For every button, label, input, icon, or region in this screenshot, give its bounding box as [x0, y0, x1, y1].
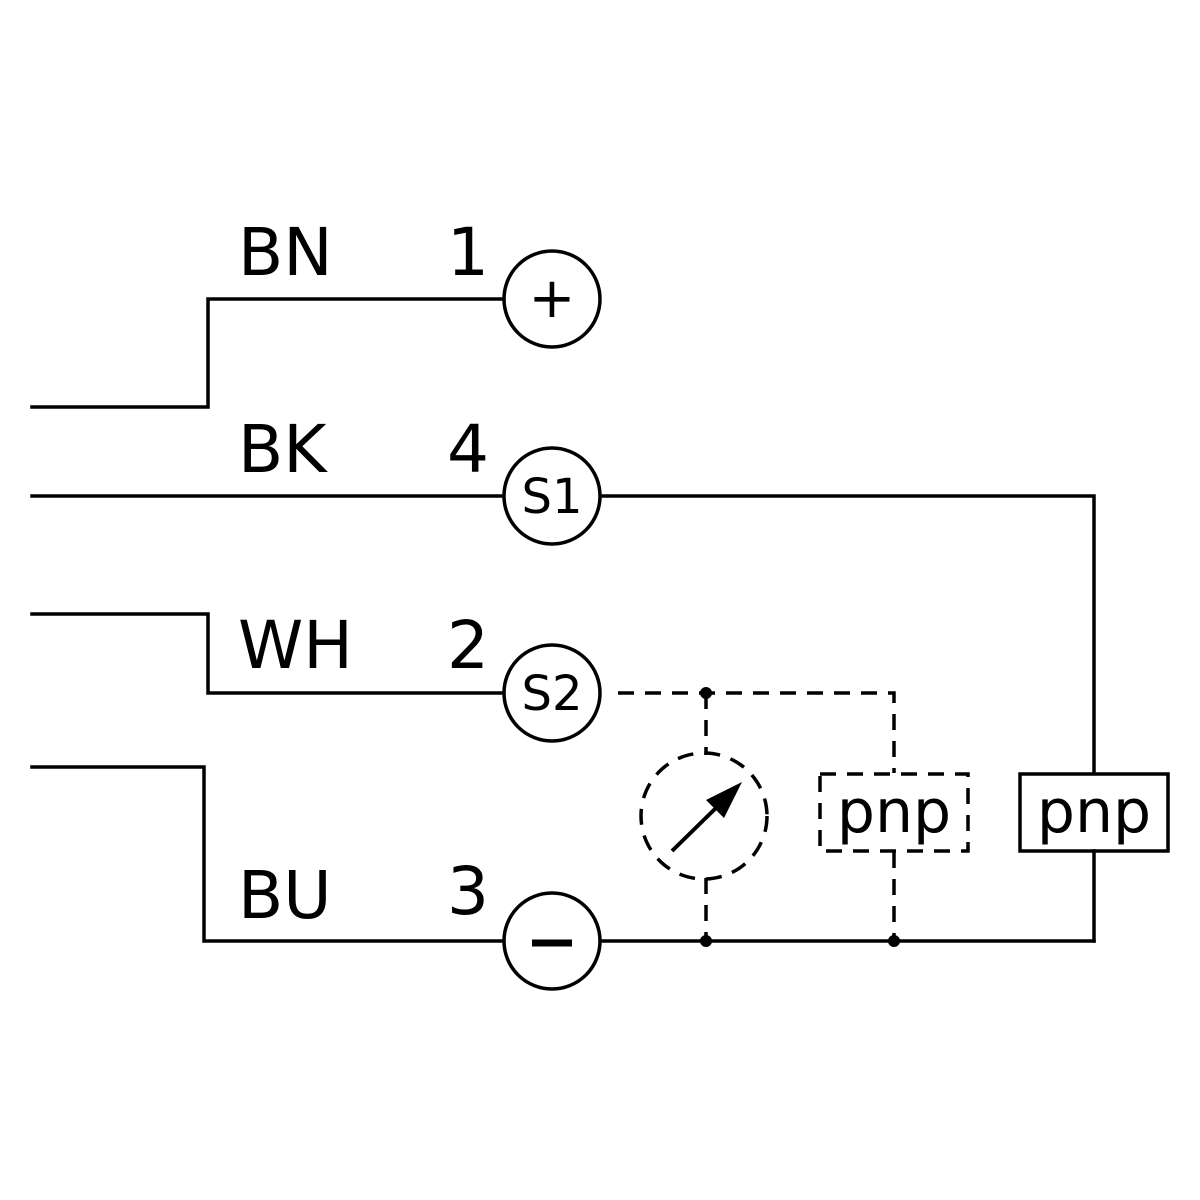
pin-number: 4	[447, 411, 489, 488]
terminal-s1	[502, 446, 602, 546]
terminal-s2	[502, 643, 602, 743]
terminal-label: S1	[521, 469, 582, 525]
junction-dot	[888, 935, 900, 947]
wire-color-label: BN	[238, 214, 333, 291]
wire-bu: BU 3 −	[30, 765, 1096, 991]
terminal-label: S2	[521, 666, 582, 722]
wire-wh: WH 2 S2	[30, 607, 602, 743]
optional-pnp-label: pnp	[837, 777, 951, 847]
wire-color-label: BU	[238, 857, 332, 934]
fixed-pnp-box	[1018, 772, 1170, 853]
junction-dot	[700, 935, 712, 947]
pin-number: 3	[447, 853, 489, 930]
wire-bn: BN 1 +	[30, 214, 602, 409]
fixed-pnp-label: pnp	[1037, 777, 1151, 847]
pin-number: 2	[447, 607, 489, 684]
optional-pnp-box	[818, 772, 970, 853]
fixed-output: pnp	[1018, 772, 1170, 943]
terminal-label: +	[529, 266, 576, 331]
optional-output-circuit: pnp	[618, 687, 970, 947]
wire-bk: BK 4 S1	[30, 411, 1096, 775]
terminal-plus	[502, 249, 602, 349]
pin-number: 1	[447, 214, 489, 291]
junction-dot	[700, 687, 712, 699]
adjustable-gauge-icon	[639, 751, 769, 881]
wire-color-label: BK	[238, 411, 328, 488]
wire-color-label: WH	[238, 607, 353, 684]
